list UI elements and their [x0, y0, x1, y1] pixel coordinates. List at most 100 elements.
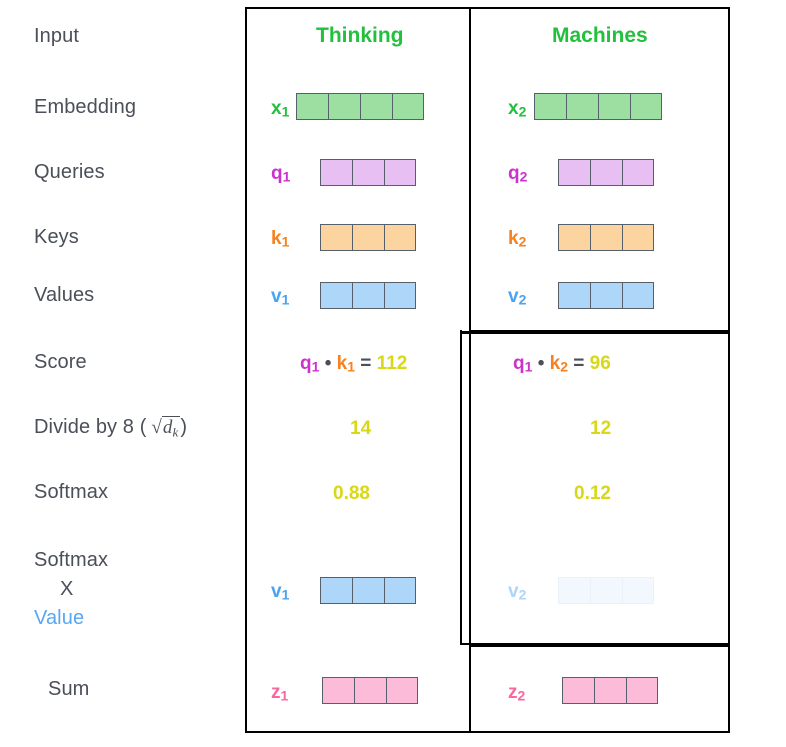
column-header-machines: Machines — [552, 24, 648, 47]
score-expression-col2: q1 • k2 = 96 — [513, 353, 611, 375]
score-q-letter: q — [513, 353, 525, 374]
vector-subscript: 1 — [281, 233, 290, 250]
softmax-word: Softmax — [34, 549, 109, 571]
score-result: 96 — [589, 353, 611, 374]
vector-name-q2: q2 — [508, 163, 527, 185]
vector-name-x1: x1 — [271, 98, 289, 120]
softmax-value-col2: 0.12 — [574, 483, 611, 504]
vector-cell — [626, 677, 658, 704]
vector-name-x2: x2 — [508, 98, 526, 120]
row-label-keys: Keys — [34, 226, 79, 248]
vector-cell — [384, 577, 416, 604]
equals-sign: = — [573, 353, 585, 374]
vector-subscript: 2 — [518, 103, 527, 120]
vector-tiles-k2 — [558, 224, 654, 251]
vector-cell — [622, 282, 654, 309]
vector-cell — [590, 224, 622, 251]
divide-value-col1: 14 — [350, 418, 372, 439]
radical-sign: √ — [151, 417, 162, 438]
vector-tiles-x2 — [534, 93, 662, 120]
vector-cell — [320, 577, 352, 604]
vector-letter: v — [271, 286, 282, 307]
vector-cell — [328, 93, 360, 120]
vector-name-z2: z2 — [508, 682, 525, 704]
vector-cell — [558, 159, 590, 186]
vector-tiles-v2-weighted — [558, 577, 654, 604]
vector-tiles-x1 — [296, 93, 424, 120]
vector-subscript: 1 — [281, 103, 290, 120]
vector-subscript: 2 — [518, 291, 527, 308]
group-outline-thinking — [245, 7, 471, 733]
vector-tiles-q1 — [320, 159, 416, 186]
divide-label-text: Divide by 8 ( — [34, 416, 147, 438]
vector-name-v1-weighted: v1 — [271, 581, 289, 603]
d-symbol: d — [162, 417, 173, 438]
vector-name-z1: z1 — [271, 682, 288, 704]
vector-cell — [590, 282, 622, 309]
vector-tiles-q2 — [558, 159, 654, 186]
vector-cell — [360, 93, 392, 120]
score-k-letter: k — [549, 353, 561, 374]
vector-tiles-z1 — [322, 677, 418, 704]
vector-tiles-z2 — [562, 677, 658, 704]
vector-tiles-v1-weighted — [320, 577, 416, 604]
dot-product-operator: • — [324, 353, 332, 374]
vector-letter: k — [508, 228, 519, 249]
vector-name-v1: v1 — [271, 286, 289, 308]
outline-join-mask-bottom — [472, 647, 479, 731]
vector-cell — [622, 159, 654, 186]
vector-cell — [384, 159, 416, 186]
row-label-softmax-times-value: Softmax X Value — [34, 546, 108, 633]
score-k-subscript: 1 — [347, 358, 355, 375]
vector-subscript: 1 — [281, 291, 290, 308]
vector-cell — [320, 224, 352, 251]
vector-cell — [594, 677, 626, 704]
vector-cell — [590, 577, 622, 604]
vector-letter: q — [271, 163, 283, 184]
vector-cell — [558, 224, 590, 251]
vector-letter: v — [508, 581, 519, 602]
vector-cell — [630, 93, 662, 120]
vector-cell — [296, 93, 328, 120]
row-label-input: Input — [34, 25, 79, 47]
times-symbol: X — [60, 578, 74, 600]
vector-cell — [354, 677, 386, 704]
vector-cell — [352, 282, 384, 309]
score-q-letter: q — [300, 353, 312, 374]
vector-cell — [562, 677, 594, 704]
vector-cell — [352, 224, 384, 251]
column-header-thinking: Thinking — [316, 24, 404, 47]
vector-letter: q — [508, 163, 520, 184]
score-expression-col1: q1 • k1 = 112 — [300, 353, 407, 375]
row-label-values: Values — [34, 284, 95, 306]
vector-name-v2-weighted: v2 — [508, 581, 526, 603]
vector-name-v2: v2 — [508, 286, 526, 308]
outline-join-mask-top — [462, 9, 469, 331]
vector-name-k2: k2 — [508, 228, 526, 250]
vector-cell — [558, 577, 590, 604]
vector-letter: v — [508, 286, 519, 307]
vector-cell — [566, 93, 598, 120]
vector-cell — [558, 282, 590, 309]
vector-subscript: 1 — [282, 168, 291, 185]
k-subscript: k — [172, 424, 179, 440]
vector-subscript: 2 — [518, 233, 527, 250]
row-label-embedding: Embedding — [34, 96, 137, 118]
vector-tiles-v1 — [320, 282, 416, 309]
softmax-value-col1: 0.88 — [333, 483, 370, 504]
radicand: dk — [161, 416, 181, 440]
dot-product-operator: • — [537, 353, 545, 374]
score-q-subscript: 1 — [524, 358, 533, 375]
vector-cell — [598, 93, 630, 120]
value-word: Value — [34, 607, 85, 629]
vector-letter: v — [271, 581, 282, 602]
vector-letter: z — [508, 682, 518, 703]
vector-subscript: 1 — [280, 687, 289, 704]
vector-subscript: 1 — [281, 586, 290, 603]
vector-subscript: 2 — [517, 687, 526, 704]
row-label-queries: Queries — [34, 161, 105, 183]
score-k-letter: k — [336, 353, 348, 374]
vector-tiles-k1 — [320, 224, 416, 251]
score-q-subscript: 1 — [311, 358, 320, 375]
